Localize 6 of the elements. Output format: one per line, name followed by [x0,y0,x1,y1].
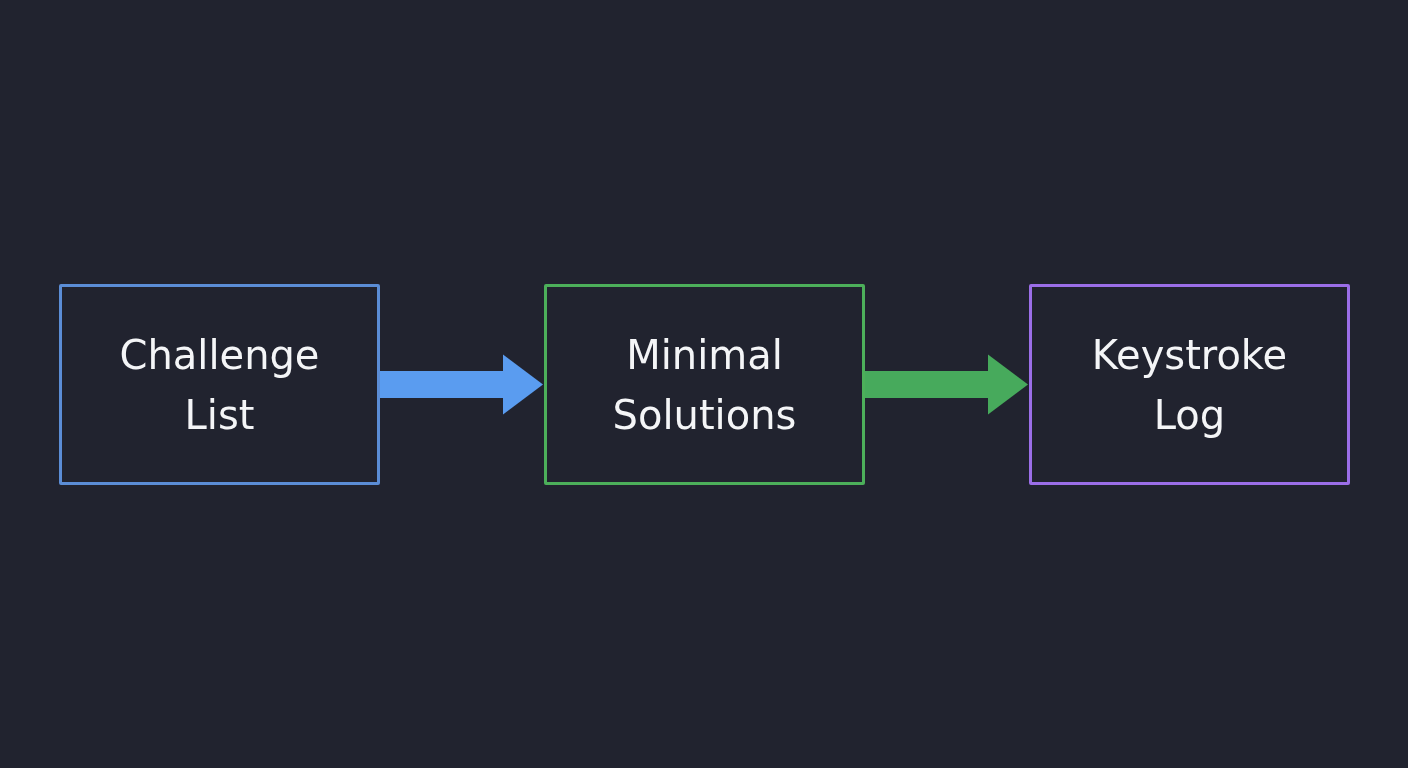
box-label: Challenge List [118,330,321,440]
process-box [59,284,380,485]
process-box [1029,284,1350,485]
box-label: Keystroke Log [1090,330,1289,440]
box-label: Minimal Solutions [611,330,798,440]
process-box [544,284,865,485]
